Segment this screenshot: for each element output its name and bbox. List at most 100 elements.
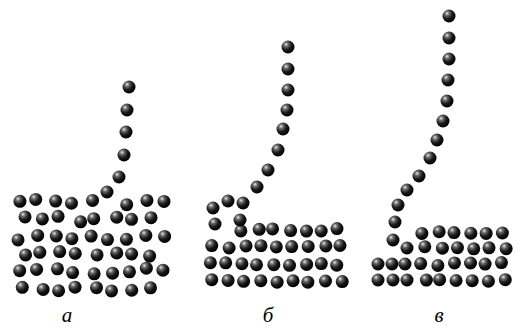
atom-ball: [300, 225, 313, 238]
atom-ball: [302, 240, 315, 253]
atom-ball: [392, 199, 405, 212]
atom-ball: [437, 115, 450, 128]
atom-ball: [282, 63, 295, 76]
atom-ball: [399, 258, 412, 271]
atom-ball: [466, 274, 479, 287]
panel-letter: б: [263, 305, 274, 326]
atom-ball: [319, 274, 332, 287]
atom-ball: [254, 274, 267, 287]
atom-ball: [101, 186, 114, 199]
atom-ball: [125, 247, 138, 260]
atom-ball: [495, 256, 508, 269]
atom-ball: [254, 239, 267, 252]
atom-ball: [120, 233, 133, 246]
atom-ball: [467, 242, 480, 255]
atom-ball: [36, 212, 49, 225]
atom-ball: [105, 284, 118, 297]
atom-ball: [120, 126, 133, 139]
atom-ball: [499, 273, 512, 286]
atom-ball: [270, 240, 283, 253]
atom-ball: [266, 222, 279, 235]
atom-ball: [496, 226, 509, 239]
atom-ball: [433, 225, 446, 238]
atom-ball: [250, 258, 263, 271]
atom-ball: [401, 184, 414, 197]
atom-ball: [140, 194, 153, 207]
atom-ball: [145, 211, 158, 224]
atom-ball: [30, 263, 43, 276]
atom-ball: [386, 258, 399, 271]
atom-ball: [110, 211, 123, 224]
atom-ball: [401, 242, 414, 255]
atom-ball: [483, 241, 496, 254]
atom-ball: [251, 181, 264, 194]
atom-ball: [51, 262, 64, 275]
atom-ball: [222, 195, 235, 208]
atom-ball: [118, 149, 131, 162]
atom-ball: [431, 134, 444, 147]
atom-ball: [85, 230, 98, 243]
atom-ball: [387, 274, 400, 287]
atom-ball: [315, 224, 328, 237]
atom-ball: [113, 171, 126, 184]
atom-ball: [319, 239, 332, 252]
atom-ball: [436, 242, 449, 255]
atom-ball: [29, 193, 42, 206]
atom-ball: [300, 258, 313, 271]
atom-ball: [442, 74, 455, 87]
atom-ball: [415, 227, 428, 240]
atom-ball: [204, 256, 217, 269]
atom-ball: [69, 281, 82, 294]
atom-ball: [158, 230, 171, 243]
atom-ball: [464, 257, 477, 270]
atom-ball: [283, 259, 296, 272]
atom-ball: [424, 152, 437, 165]
atom-ball: [282, 84, 295, 97]
atom-ball: [31, 229, 44, 242]
panel-letter: а: [62, 305, 73, 326]
atom-ball: [450, 274, 463, 287]
atom-ball: [451, 241, 464, 254]
atom-ball: [336, 275, 349, 288]
atom-ball: [110, 246, 123, 259]
atom-ball: [271, 276, 284, 289]
atom-ball: [479, 258, 492, 271]
atom-ball: [301, 276, 314, 289]
atom-ball: [237, 275, 250, 288]
atom-ball: [143, 250, 156, 263]
atom-ball: [52, 284, 65, 297]
atom-ball: [285, 240, 298, 253]
atom-ball: [441, 95, 454, 108]
atom-ball: [19, 248, 32, 261]
atom-ball: [372, 258, 385, 271]
panel-letter: в: [434, 305, 443, 326]
atom-ball: [443, 32, 456, 45]
atom-ball: [237, 197, 250, 210]
atom-ball: [433, 273, 446, 286]
atom-ball: [120, 198, 133, 211]
atom-ball: [315, 257, 328, 270]
atom-ball: [88, 267, 101, 280]
atom-ball: [13, 264, 26, 277]
atom-ball: [66, 266, 79, 279]
atom-ball: [500, 242, 513, 255]
atom-ball: [19, 210, 32, 223]
atom-ball: [222, 274, 235, 287]
atom-ball: [234, 214, 247, 227]
atom-ball: [125, 284, 138, 297]
atom-ball: [123, 81, 136, 94]
atom-ball: [240, 239, 253, 252]
atom-ball: [16, 281, 29, 294]
atom-ball: [157, 195, 170, 208]
atom-ball: [207, 202, 220, 215]
atom-ball: [330, 259, 343, 272]
atom-ball: [262, 164, 275, 177]
atom-ball: [282, 41, 295, 54]
atom-ball: [223, 241, 236, 254]
atom-ball: [53, 245, 66, 258]
atom-ball: [139, 229, 152, 242]
atom-ball: [50, 229, 63, 242]
atom-ball: [387, 234, 400, 247]
atom-ball: [140, 262, 153, 275]
